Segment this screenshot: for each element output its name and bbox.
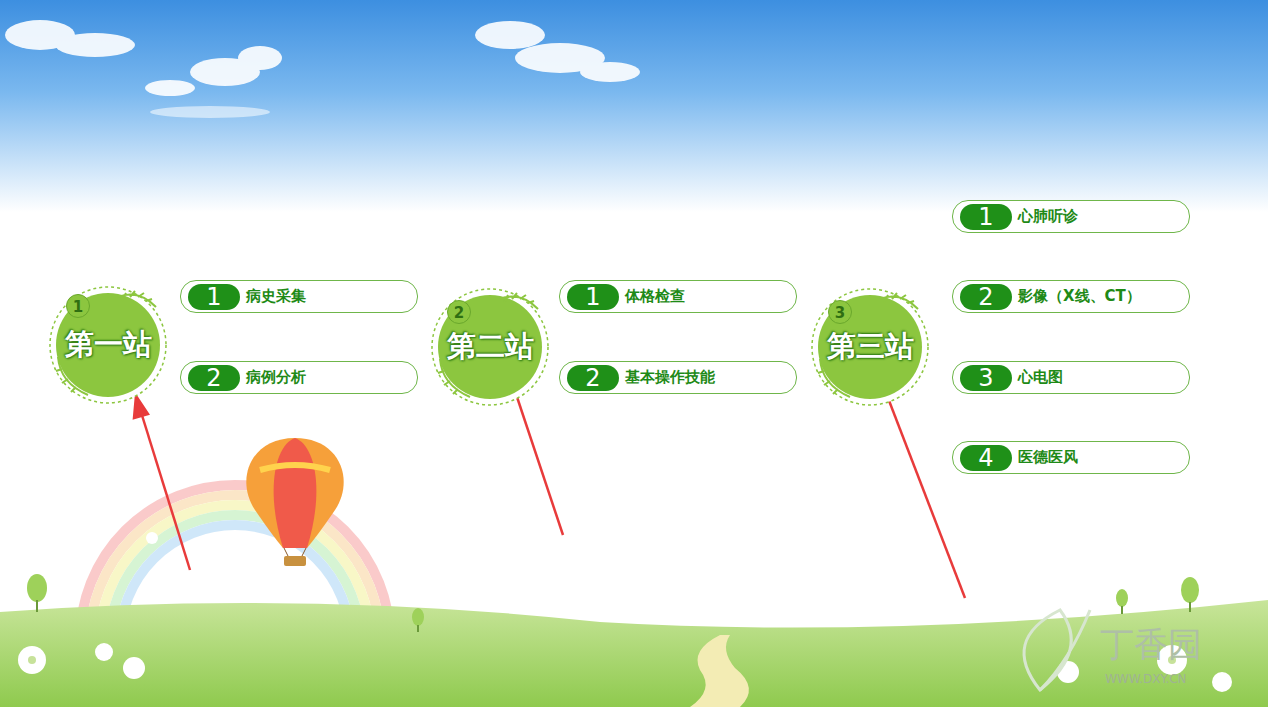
step-number: 4 — [960, 445, 1012, 471]
step-number: 2 — [567, 365, 619, 391]
station-title: 第二站 — [447, 327, 534, 367]
callout-number: 2 — [447, 300, 471, 324]
step-number: 2 — [188, 365, 240, 391]
watermark: 丁香园 — [1100, 622, 1202, 668]
step-name: 基本操作技能 — [625, 368, 715, 387]
watermark-url: WWW.DXY.CN — [1105, 672, 1187, 686]
step-pill: 2 基本操作技能 — [559, 361, 797, 394]
step-number: 1 — [960, 204, 1012, 230]
step-pill: 1 体格检查 — [559, 280, 797, 313]
station-badge: 第三站 — [810, 287, 930, 407]
step-pill: 1 病史采集 — [180, 280, 418, 313]
station-title: 第一站 — [65, 325, 152, 365]
step-name: 心电图 — [1018, 368, 1063, 387]
step-number: 3 — [960, 365, 1012, 391]
step-name: 影像（X线、CT） — [1018, 287, 1141, 306]
step-number: 2 — [960, 284, 1012, 310]
step-name: 医德医风 — [1018, 448, 1078, 467]
step-name: 病例分析 — [246, 368, 306, 387]
step-number: 1 — [188, 284, 240, 310]
step-name: 体格检查 — [625, 287, 685, 306]
step-pill: 3 心电图 — [952, 361, 1190, 394]
step-name: 病史采集 — [246, 287, 306, 306]
step-number: 1 — [567, 284, 619, 310]
step-pill: 2 病例分析 — [180, 361, 418, 394]
step-name: 心肺听诊 — [1018, 207, 1078, 226]
station-title: 第三站 — [827, 327, 914, 367]
callout-number: 1 — [66, 294, 90, 318]
step-pill: 2 影像（X线、CT） — [952, 280, 1190, 313]
callout-number: 3 — [828, 300, 852, 324]
step-pill: 4 医德医风 — [952, 441, 1190, 474]
step-pill: 1 心肺听诊 — [952, 200, 1190, 233]
